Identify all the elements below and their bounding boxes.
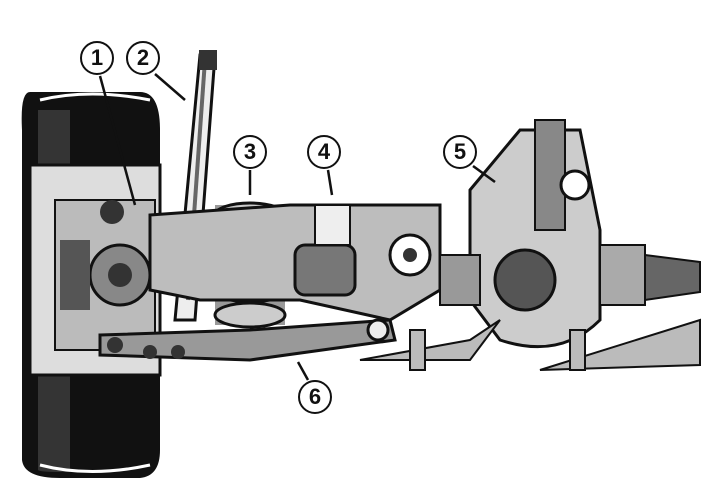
callout-2: 2 [126, 41, 160, 75]
callout-label: 1 [90, 45, 104, 70]
callout-4: 4 [307, 135, 341, 169]
callout-label: 6 [308, 384, 322, 409]
callout-label: 4 [317, 139, 331, 164]
wheel-hub [54, 199, 156, 351]
mounting-brackets [359, 318, 701, 371]
callout-6: 6 [298, 380, 332, 414]
callout-5: 5 [443, 135, 477, 169]
subframe [148, 203, 442, 322]
lower-control-arm [98, 318, 397, 362]
callout-3: 3 [233, 135, 267, 169]
callout-label: 5 [453, 139, 467, 164]
differential [439, 119, 701, 349]
callout-label: 2 [136, 45, 150, 70]
leader-lines [98, 73, 496, 381]
callout-label: 3 [243, 139, 257, 164]
callout-1: 1 [80, 41, 114, 75]
